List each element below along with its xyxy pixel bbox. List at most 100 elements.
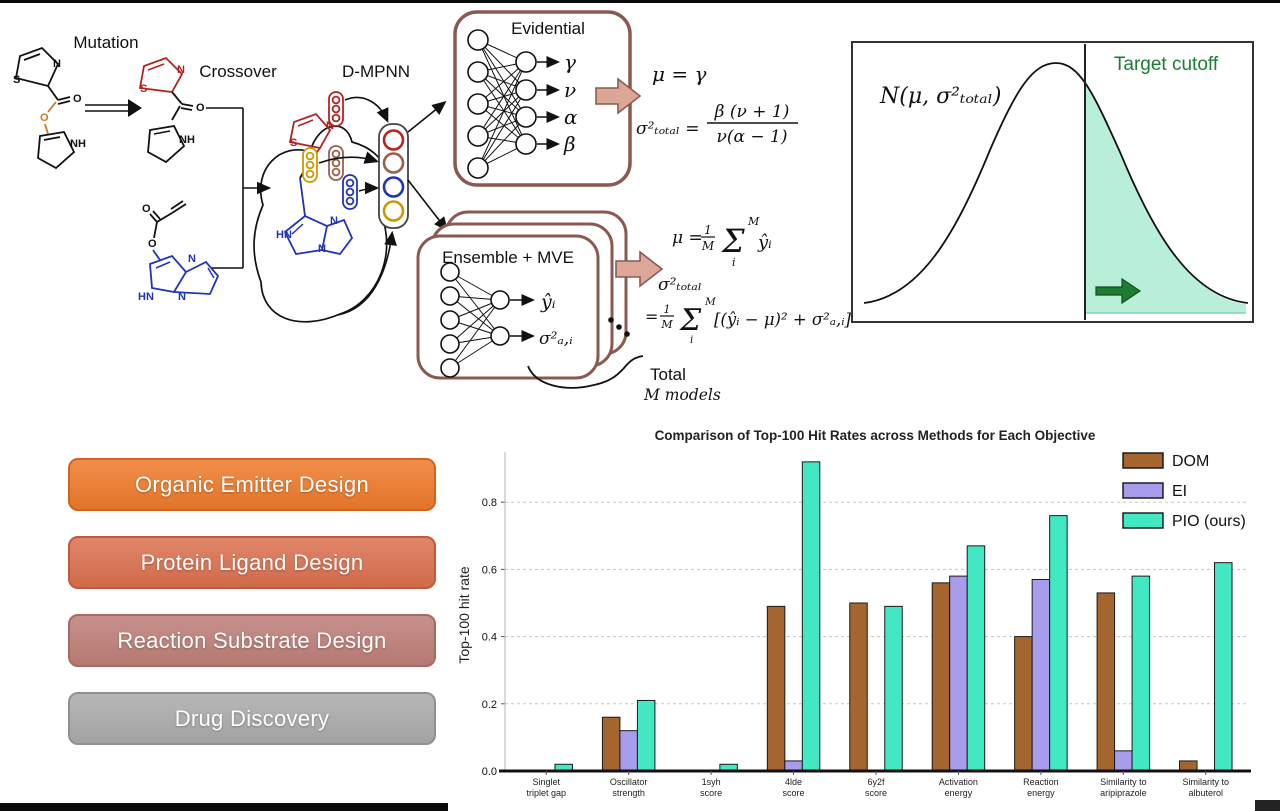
- network-node: [515, 79, 537, 101]
- button-label: Organic Emitter Design: [134, 471, 369, 497]
- bar-pio-ours--5: [966, 545, 986, 772]
- x-tick-label: energy: [1027, 788, 1055, 798]
- output-yhat: ŷᵢ: [540, 291, 556, 313]
- feature-vector-pills: [302, 91, 358, 210]
- atom-n: N: [178, 291, 186, 303]
- bar-ei-6: [1031, 578, 1051, 772]
- sum-sup: M: [704, 296, 716, 308]
- atom-nh: NH: [70, 138, 86, 150]
- bar-dom-4: [849, 602, 868, 772]
- bar-pio-ours--4: [884, 605, 903, 772]
- formula-ens-sigma-lhs: σ²ₜₒₜₐₗ: [658, 275, 702, 295]
- output-sigma-a: σ²ₐ,ᵢ: [539, 329, 573, 349]
- sum-sub: i: [732, 256, 736, 269]
- x-tick-label: aripiprazole: [1100, 788, 1147, 798]
- network-node: [440, 334, 460, 354]
- bar-dom-5: [931, 582, 951, 772]
- shaded-tail: [1085, 84, 1246, 313]
- bar-pio-ours--3: [801, 461, 821, 772]
- network-node: [467, 157, 489, 179]
- network-node: [490, 326, 510, 346]
- y-axis-label: Top-100 hit rate: [456, 566, 472, 663]
- gaussian-panel: N(μ, σ²ₜₒₜₐₗ) Target cutoff: [851, 41, 1254, 323]
- y-tick-label: 0.0: [482, 766, 497, 778]
- protein-ligand-design-button[interactable]: Protein Ligand Design: [68, 536, 436, 589]
- atom-n: N: [53, 58, 61, 70]
- objective-buttons: Organic Emitter Design Protein Ligand De…: [68, 458, 436, 770]
- network-node: [490, 290, 510, 310]
- formula-ens-mu-rhs: ŷᵢ: [757, 232, 772, 253]
- x-tick-label: energy: [945, 788, 973, 798]
- sum-sup: M: [747, 215, 760, 228]
- x-tick-label: albuterol: [1189, 788, 1224, 798]
- frac-den: M: [660, 318, 673, 331]
- network-node: [440, 358, 460, 378]
- atom-s: S: [140, 83, 147, 95]
- formula-evidential-sigma-num: β (ν + 1): [714, 102, 790, 122]
- x-tick-label: score: [865, 788, 887, 798]
- output-gamma: γ: [564, 50, 576, 74]
- network-node: [467, 61, 489, 83]
- atom-o: O: [40, 112, 49, 124]
- y-tick-label: 0.6: [482, 564, 497, 576]
- output-nu: ν: [564, 78, 576, 102]
- message-arrows: [318, 96, 448, 316]
- button-label: Protein Ligand Design: [140, 549, 364, 575]
- y-tick-label: 0.2: [482, 699, 497, 711]
- x-tick-label: Oscillator: [610, 777, 648, 787]
- total-label: Total: [650, 365, 686, 384]
- network-node: [440, 262, 460, 282]
- x-tick-label: 1syh: [702, 777, 721, 787]
- atom-hn: HN: [138, 291, 154, 303]
- x-tick-label: Similarity to: [1183, 777, 1230, 787]
- x-tick-label: Singlet: [532, 777, 560, 787]
- sum-symbol: Σ: [721, 222, 745, 260]
- block-arrow-evidential: [595, 77, 642, 115]
- bar-dom-3: [766, 605, 786, 772]
- sum-symbol: Σ: [679, 303, 702, 338]
- target-cutoff-label: Target cutoff: [1114, 54, 1219, 75]
- atom-n: N: [326, 120, 334, 132]
- bar-pio-ours--7: [1131, 575, 1151, 772]
- bottom-border-strip: [0, 803, 448, 811]
- atom-n: N: [188, 253, 196, 265]
- organic-emitter-design-button[interactable]: Organic Emitter Design: [68, 458, 436, 511]
- dmpnn-label: D-MPNN: [342, 62, 410, 81]
- axes: [499, 451, 1251, 775]
- network-node: [515, 106, 537, 128]
- gaussian-label: N(μ, σ²ₜₒₜₐₗ): [879, 84, 1001, 109]
- mutation-label: Mutation: [73, 33, 138, 52]
- hit-rate-bar-chart: Comparison of Top-100 Hit Rates across M…: [456, 428, 1251, 798]
- legend-swatch-pio: [1122, 512, 1164, 529]
- bar-ei-3: [784, 760, 803, 772]
- bar-dom-1: [601, 716, 621, 772]
- gridlines: [505, 501, 1247, 705]
- atom-n: N: [330, 215, 338, 227]
- legend-swatch-dom: [1122, 452, 1164, 469]
- m-models-label: M models: [643, 386, 721, 404]
- x-tick-label: Similarity to: [1100, 777, 1147, 787]
- total-brace: [527, 355, 644, 389]
- x-tick-label: 4lde: [785, 777, 802, 787]
- ensemble-dots: [608, 317, 630, 337]
- ens-eq: =: [645, 307, 658, 326]
- output-alpha: α: [564, 105, 578, 129]
- bar-ei-7: [1114, 750, 1133, 772]
- reaction-substrate-design-button[interactable]: Reaction Substrate Design: [68, 614, 436, 667]
- button-label: Drug Discovery: [174, 705, 330, 731]
- block-arrow-ensemble: [615, 250, 664, 288]
- bar-pio-ours--8: [1214, 562, 1233, 772]
- network-node: [467, 29, 489, 51]
- network-node: [515, 51, 537, 73]
- drug-discovery-button[interactable]: Drug Discovery: [68, 692, 436, 745]
- network-node: [440, 286, 460, 306]
- bar-pio-ours--1: [636, 699, 656, 772]
- x-tick-label: Activation: [939, 777, 978, 787]
- formula-ens-sigma-rhs: [(ŷᵢ − μ)² + σ²ₐ,ᵢ]: [714, 310, 852, 329]
- crossover-label: Crossover: [199, 62, 277, 81]
- bar-pio-ours--6: [1049, 515, 1068, 772]
- bar-ei-1: [619, 730, 638, 772]
- atom-o: O: [73, 93, 82, 105]
